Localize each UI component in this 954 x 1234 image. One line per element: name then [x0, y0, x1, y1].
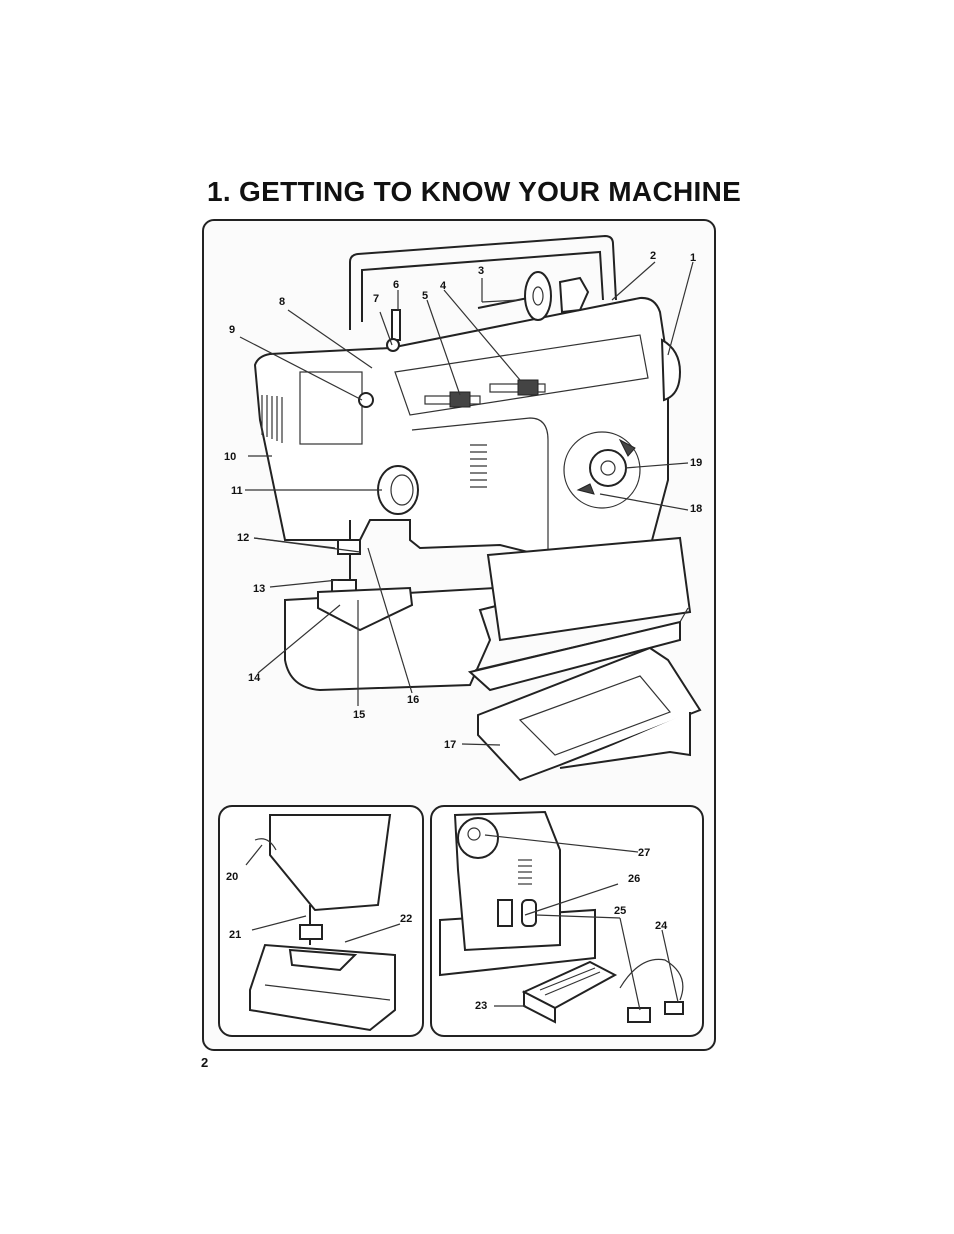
page-title: 1. GETTING TO KNOW YOUR MACHINE: [207, 176, 742, 207]
stitch-width-lever: [449, 391, 471, 408]
callout-21: 21: [229, 929, 242, 941]
arm-vents: [470, 444, 487, 488]
pattern-selector-knob: [589, 449, 627, 487]
callout-14: 14: [248, 672, 261, 684]
inset-lever: [254, 838, 277, 851]
callout-16: 16: [407, 694, 420, 706]
front-panel: [394, 334, 649, 416]
inset-machine-plug: [627, 1007, 651, 1023]
inset-head: [269, 814, 392, 912]
callout-4: 4: [440, 280, 447, 292]
pattern-dial-ring: [563, 431, 641, 509]
base-plinth: [467, 620, 681, 692]
callout-23: 23: [475, 1000, 488, 1012]
inset-socket: [521, 899, 537, 927]
callout-22: 22: [400, 913, 413, 925]
callout-18: 18: [690, 503, 703, 515]
vent-slits: [261, 395, 283, 443]
callout-15: 15: [353, 709, 366, 721]
spool-pin: [477, 297, 529, 309]
leader-lines: [239, 261, 694, 746]
thread-tension-knob: [358, 392, 374, 408]
callout-7: 7: [373, 293, 380, 305]
machine-body: [253, 296, 669, 562]
callout-3: 3: [478, 265, 485, 277]
callout-12: 12: [237, 532, 250, 544]
hand-wheel: [660, 338, 682, 402]
callout-5: 5: [422, 290, 429, 302]
inset-presser-foot: [299, 924, 323, 940]
inset-left-drawing: [245, 814, 401, 1032]
inset-power-switch: [497, 899, 513, 927]
callout-26: 26: [628, 873, 641, 885]
bobbin-winder: [558, 276, 590, 314]
machine-base: [486, 536, 692, 642]
carrying-handle: [349, 234, 617, 330]
callout-1: 1: [690, 252, 697, 264]
callout-8: 8: [279, 296, 286, 308]
spool: [524, 271, 552, 321]
inset-bed: [249, 943, 396, 1032]
inset-right-drawing: [439, 810, 684, 1024]
stitch-length-lever: [517, 379, 539, 396]
front-cover-window: [299, 371, 363, 445]
callout-9: 9: [229, 324, 236, 336]
thread-tension-dial: [377, 465, 419, 515]
callout-25: 25: [614, 905, 627, 917]
callout-6: 6: [393, 279, 400, 291]
needle-clamp: [337, 539, 361, 555]
callout-19: 19: [690, 457, 703, 469]
callout-24: 24: [655, 920, 668, 932]
needle-plate: [317, 586, 414, 632]
page-number: 2: [201, 1055, 209, 1070]
callout-27: 27: [638, 847, 651, 859]
callout-17: 17: [444, 739, 457, 751]
inset-wall-plug: [664, 1001, 684, 1015]
callout-2: 2: [650, 250, 657, 262]
callout-13: 13: [253, 583, 266, 595]
thread-guide-post: [391, 309, 401, 341]
callout-10: 10: [224, 451, 237, 463]
callout-11: 11: [231, 485, 243, 497]
inset-needle-plate: [288, 948, 358, 972]
callout-20: 20: [226, 871, 239, 883]
